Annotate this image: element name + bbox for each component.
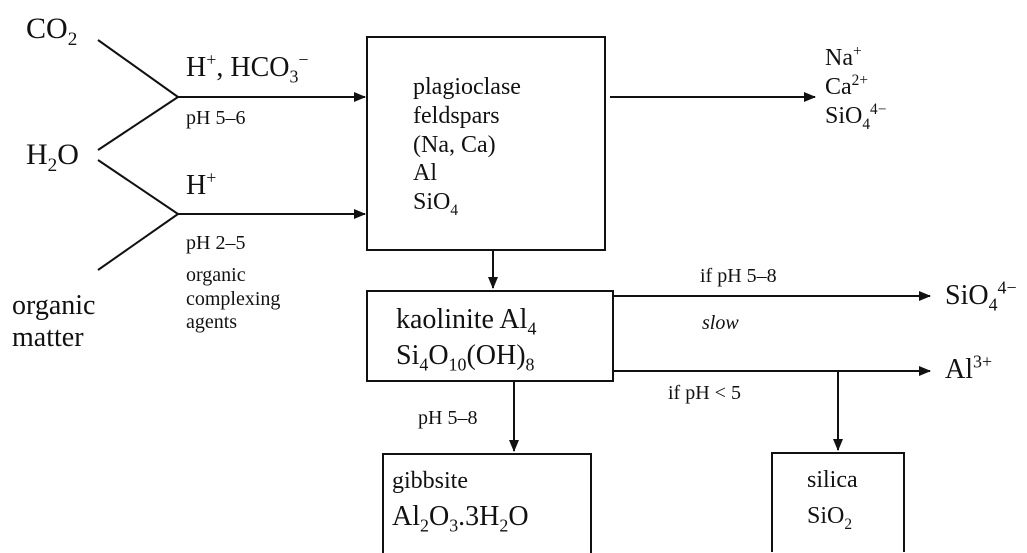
sodium-ion: Na+ bbox=[825, 43, 862, 71]
kaolinite-formula: Si4O10(OH)8 bbox=[396, 340, 535, 375]
silica-box: silica SiO2 bbox=[771, 452, 905, 552]
plagioclase-line4: Al bbox=[413, 160, 437, 187]
plagioclase-line3: (Na, Ca) bbox=[413, 131, 496, 158]
gibbsite-line1: gibbsite bbox=[392, 468, 468, 494]
silicate-ion: SiO44− bbox=[825, 100, 887, 133]
gibbsite-formula: Al2O3.3H2O bbox=[392, 501, 529, 536]
plagioclase-line2: feldspars bbox=[413, 102, 500, 129]
upper-path-ph: pH 5–6 bbox=[186, 107, 246, 129]
h2o-lower-line bbox=[97, 159, 179, 215]
co2-label: CO2 bbox=[26, 12, 78, 50]
upper-path-reagents: H+, HCO3− bbox=[186, 49, 309, 87]
diagram-connectors bbox=[97, 39, 931, 452]
plagioclase-line1: plagioclase bbox=[413, 74, 521, 100]
released-ions: Na+ Ca2+ SiO44− bbox=[825, 43, 887, 133]
plagioclase-line5: SiO4 bbox=[413, 189, 459, 219]
h2o-label: H2O bbox=[26, 138, 79, 176]
aluminium-product: Al3+ bbox=[945, 351, 993, 385]
slow-rate-label: slow bbox=[702, 312, 739, 334]
lower-path-reagent: H+ bbox=[186, 167, 217, 201]
kaolinite-line1: kaolinite Al4 bbox=[396, 304, 537, 339]
upper-condition-label: if pH 5–8 bbox=[700, 265, 777, 287]
gibbsite-ph-label: pH 5–8 bbox=[418, 407, 478, 429]
silica-formula: SiO2 bbox=[807, 503, 853, 533]
co2-line bbox=[97, 39, 179, 98]
gibbsite-box: gibbsite Al2O3.3H2O bbox=[382, 453, 592, 553]
plagioclase-feldspar-box: plagioclase feldspars (Na, Ca) Al SiO4 bbox=[366, 36, 606, 251]
h2o-upper-line bbox=[97, 96, 179, 151]
lower-condition-label: if pH < 5 bbox=[668, 382, 741, 404]
calcium-ion: Ca2+ bbox=[825, 71, 869, 100]
kaolinite-box: kaolinite Al4 Si4O10(OH)8 bbox=[366, 290, 614, 382]
silica-line1: silica bbox=[807, 467, 858, 493]
organic-line bbox=[97, 213, 179, 271]
lower-path-ph: pH 2–5 bbox=[186, 232, 246, 254]
silicate-product: SiO44− bbox=[945, 277, 1017, 315]
